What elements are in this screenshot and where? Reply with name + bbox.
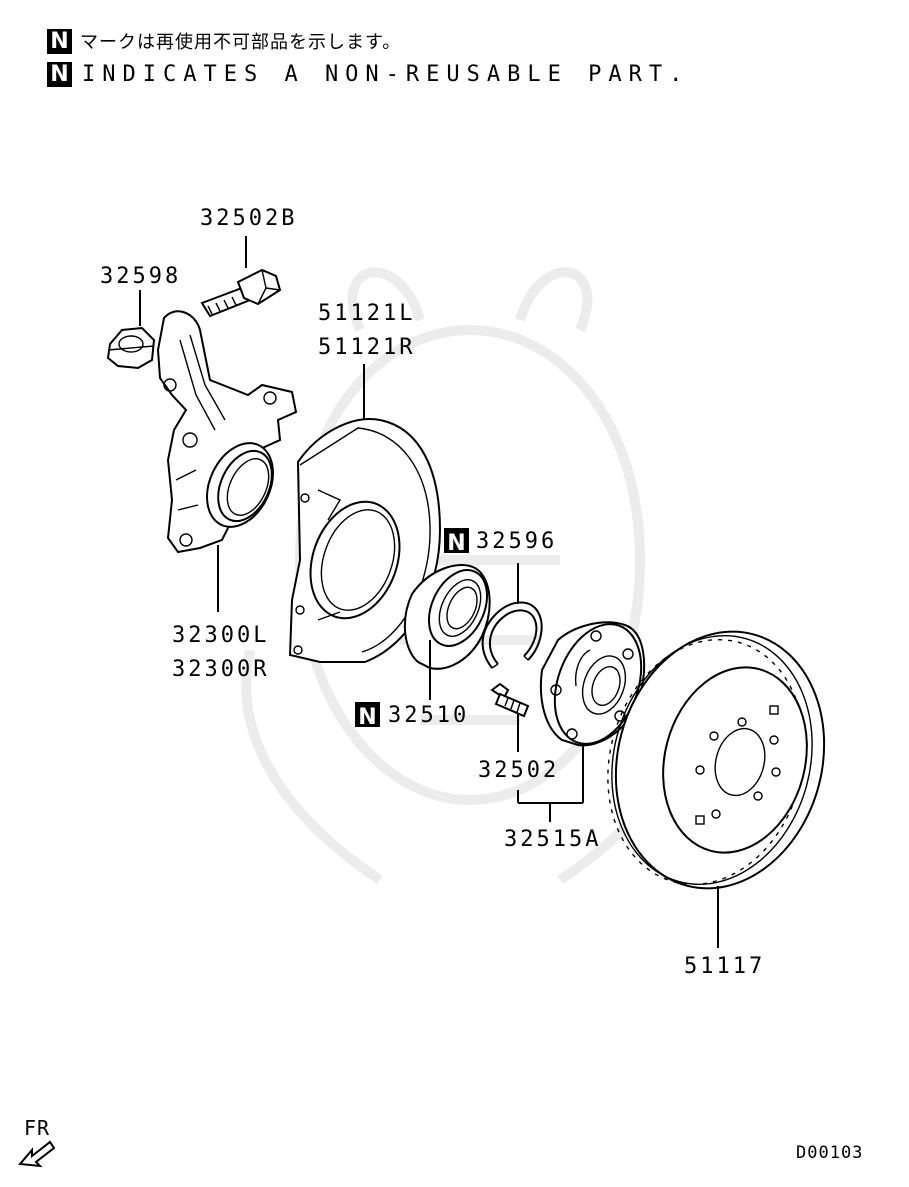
legend-text-english: INDICATES A NON-REUSABLE PART.	[82, 62, 690, 87]
diagram-code: D00103	[796, 1143, 863, 1163]
brake-disc	[607, 630, 826, 890]
non-reusable-marker: N	[47, 62, 72, 87]
snap-ring	[481, 601, 543, 669]
direction-label: FR	[24, 1116, 50, 1140]
label-part-32502b: 32502B	[200, 206, 297, 231]
legend-row-japanese: N マークは再使用不可部品を示します。	[47, 28, 401, 54]
non-reusable-letter-snap-ring: N	[447, 531, 465, 556]
knuckle-bolt	[200, 268, 282, 318]
wheel-hub	[539, 621, 646, 747]
legend-text-japanese: マークは再使用不可部品を示します。	[80, 32, 402, 53]
label-part-32300l: 32300L	[172, 623, 269, 648]
front-direction-arrow-icon	[17, 1140, 56, 1168]
dust-cover	[288, 418, 442, 663]
steering-knuckle	[156, 310, 298, 554]
label-part-32596: 32596	[476, 529, 557, 554]
label-part-51121r: 51121R	[318, 335, 415, 360]
non-reusable-box-snap-ring	[444, 528, 469, 553]
legend-row-english: N INDICATES A NON-REUSABLE PART.	[47, 62, 689, 87]
wheel-bearing	[403, 564, 491, 670]
label-part-32510: 32510	[388, 703, 469, 728]
label-part-32515a: 32515A	[504, 827, 601, 852]
label-part-32502: 32502	[478, 758, 559, 783]
label-part-32598: 32598	[100, 264, 181, 289]
label-part-51121l: 51121L	[318, 301, 415, 326]
non-reusable-marker: N	[47, 28, 72, 54]
non-reusable-box-bearing	[355, 702, 380, 727]
nut	[106, 326, 156, 370]
hub-bolt	[490, 682, 530, 718]
label-part-32300r: 32300R	[172, 657, 269, 682]
label-part-51117: 51117	[684, 954, 765, 979]
non-reusable-letter-bearing: N	[358, 705, 376, 730]
